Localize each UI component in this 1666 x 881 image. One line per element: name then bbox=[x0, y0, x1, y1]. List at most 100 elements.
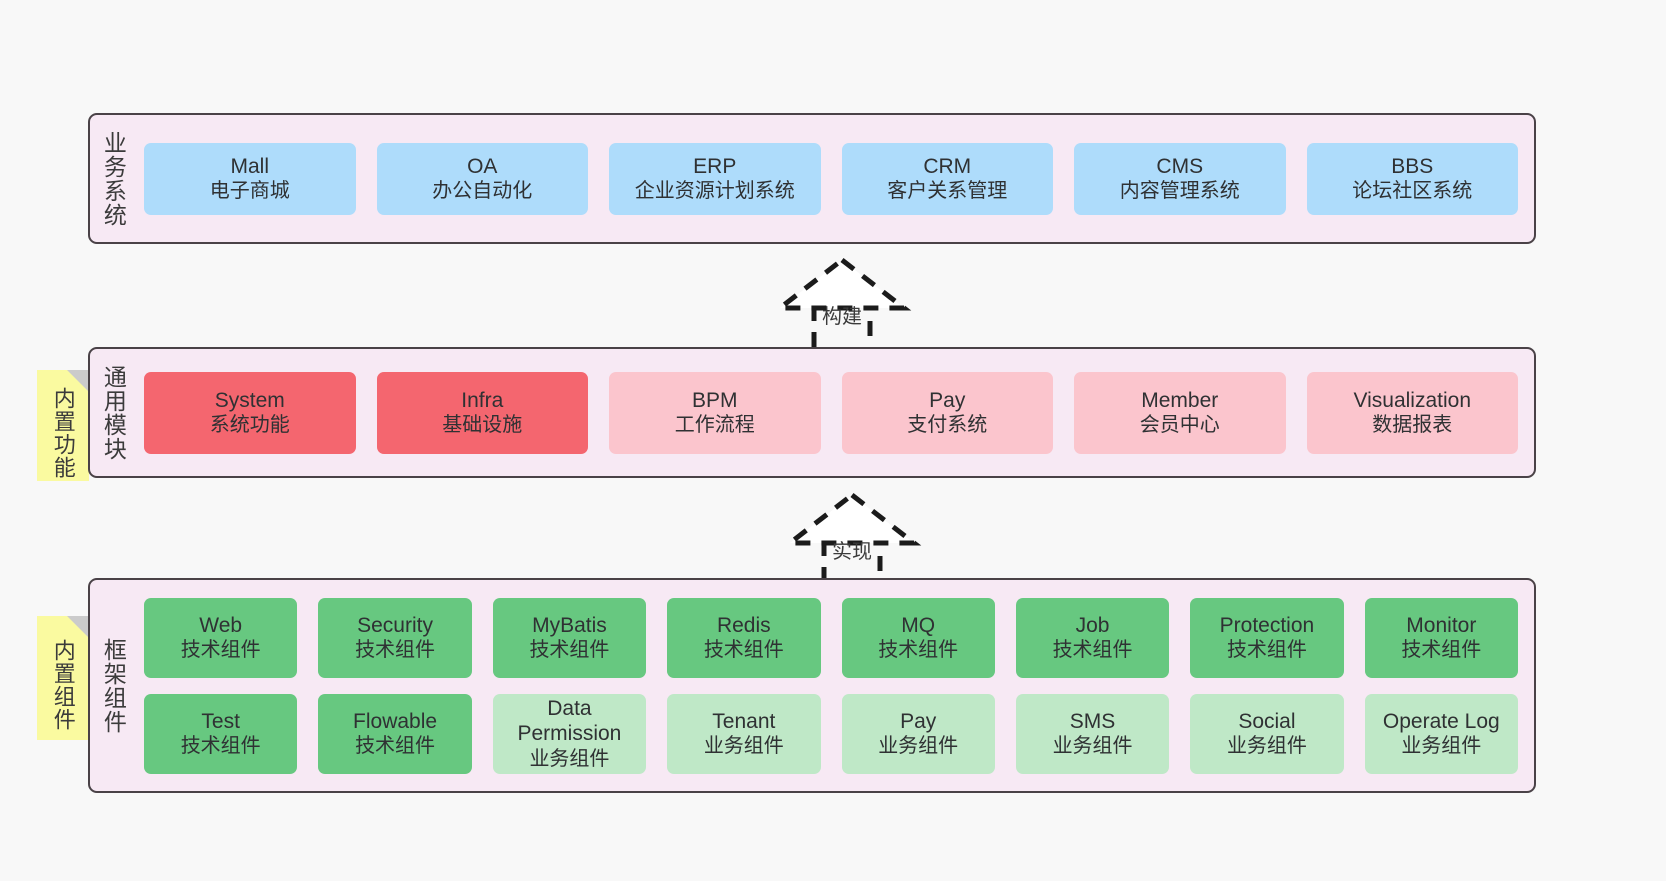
card-pay-module[interactable]: Pay 支付系统 bbox=[841, 371, 1053, 454]
connector-implement: 实现 bbox=[762, 489, 942, 599]
card-tenant[interactable]: Tenant 业务组件 bbox=[667, 693, 821, 774]
card-title: Tenant bbox=[712, 709, 776, 733]
card-title: BPM bbox=[691, 388, 738, 412]
note-label: 内置功能 bbox=[50, 386, 76, 479]
card-subtitle: 技术组件 bbox=[878, 639, 959, 662]
card-title: Redis bbox=[716, 613, 771, 637]
card-mq[interactable]: MQ 技术组件 bbox=[841, 597, 995, 678]
card-subtitle: 技术组件 bbox=[529, 639, 610, 662]
card-subtitle: 业务组件 bbox=[1052, 735, 1133, 758]
card-cms[interactable]: CMS 内容管理系统 bbox=[1074, 142, 1286, 215]
card-title: Operate Log bbox=[1382, 709, 1500, 733]
card-subtitle: 技术组件 bbox=[703, 639, 784, 662]
card-title: Security bbox=[357, 613, 433, 637]
card-web[interactable]: Web 技术组件 bbox=[144, 597, 298, 678]
card-pay-component[interactable]: Pay 业务组件 bbox=[841, 693, 995, 774]
card-row: System 系统功能 Infra 基础设施 BPM 工作流程 Pay 支付系统… bbox=[144, 371, 1518, 454]
card-title: Mall bbox=[230, 154, 269, 178]
card-protection[interactable]: Protection 技术组件 bbox=[1190, 597, 1344, 678]
card-title: Monitor bbox=[1406, 613, 1477, 637]
card-subtitle: 技术组件 bbox=[1052, 639, 1133, 662]
card-test[interactable]: Test 技术组件 bbox=[144, 693, 298, 774]
card-title: Data Permission bbox=[517, 696, 622, 746]
layer-framework-components: 框架组件 Web 技术组件 Security 技术组件 MyBatis 技术组件… bbox=[88, 578, 1536, 793]
card-title: ERP bbox=[693, 154, 737, 178]
card-operate-log[interactable]: Operate Log 业务组件 bbox=[1364, 693, 1518, 774]
card-title: Pay bbox=[929, 388, 966, 412]
card-mall[interactable]: Mall 电子商城 bbox=[144, 142, 356, 215]
card-sms[interactable]: SMS 业务组件 bbox=[1015, 693, 1170, 774]
layer-common-modules: 通用模块 System 系统功能 Infra 基础设施 BPM 工作流程 Pay… bbox=[88, 347, 1536, 478]
card-bbs[interactable]: BBS 论坛社区系统 bbox=[1306, 142, 1518, 215]
card-title: Visualization bbox=[1353, 388, 1472, 412]
card-row: Web 技术组件 Security 技术组件 MyBatis 技术组件 Redi… bbox=[144, 597, 1518, 678]
card-title: Pay bbox=[900, 709, 937, 733]
card-subtitle: 客户关系管理 bbox=[887, 180, 1008, 203]
card-subtitle: 数据报表 bbox=[1372, 414, 1453, 437]
card-subtitle: 论坛社区系统 bbox=[1352, 180, 1473, 203]
card-subtitle: 电子商城 bbox=[209, 180, 290, 203]
card-security[interactable]: Security 技术组件 bbox=[318, 597, 472, 678]
card-subtitle: 工作流程 bbox=[674, 414, 755, 437]
card-title: CMS bbox=[1156, 154, 1204, 178]
card-row: Mall 电子商城 OA 办公自动化 ERP 企业资源计划系统 CRM 客户关系… bbox=[144, 142, 1518, 215]
card-subtitle: 技术组件 bbox=[1226, 639, 1307, 662]
card-system[interactable]: System 系统功能 bbox=[144, 371, 356, 454]
card-subtitle: 技术组件 bbox=[180, 735, 261, 758]
card-title: Web bbox=[199, 613, 243, 637]
layer-title-common: 通用模块 bbox=[100, 364, 127, 461]
card-title: Infra bbox=[461, 388, 504, 412]
card-redis[interactable]: Redis 技术组件 bbox=[667, 597, 821, 678]
card-subtitle: 支付系统 bbox=[907, 414, 988, 437]
card-title: Social bbox=[1238, 709, 1296, 733]
card-subtitle: 业务组件 bbox=[878, 735, 959, 758]
card-data-permission[interactable]: Data Permission 业务组件 bbox=[492, 693, 647, 774]
card-title: Flowable bbox=[353, 709, 438, 733]
card-title: Member bbox=[1141, 388, 1219, 412]
card-title: OA bbox=[467, 154, 498, 178]
card-erp[interactable]: ERP 企业资源计划系统 bbox=[609, 142, 821, 215]
card-title: Job bbox=[1075, 613, 1110, 637]
note-builtin-functions: 内置功能 bbox=[37, 370, 89, 481]
card-mybatis[interactable]: MyBatis 技术组件 bbox=[492, 597, 647, 678]
card-title: SMS bbox=[1069, 709, 1116, 733]
layer-body-business: Mall 电子商城 OA 办公自动化 ERP 企业资源计划系统 CRM 客户关系… bbox=[136, 115, 1534, 242]
card-member[interactable]: Member 会员中心 bbox=[1074, 371, 1286, 454]
card-crm[interactable]: CRM 客户关系管理 bbox=[841, 142, 1053, 215]
card-subtitle: 业务组件 bbox=[1401, 735, 1482, 758]
card-title: Protection bbox=[1219, 613, 1315, 637]
card-subtitle: 技术组件 bbox=[180, 639, 261, 662]
card-subtitle: 技术组件 bbox=[355, 639, 436, 662]
card-subtitle: 内容管理系统 bbox=[1119, 180, 1240, 203]
layer-title-framework: 框架组件 bbox=[100, 637, 127, 734]
card-title: MQ bbox=[901, 613, 936, 637]
card-job[interactable]: Job 技术组件 bbox=[1015, 597, 1170, 678]
card-social[interactable]: Social 业务组件 bbox=[1190, 693, 1344, 774]
card-subtitle: 技术组件 bbox=[355, 735, 436, 758]
card-subtitle: 办公自动化 bbox=[432, 180, 533, 203]
layer-body-framework: Web 技术组件 Security 技术组件 MyBatis 技术组件 Redi… bbox=[136, 580, 1534, 791]
note-builtin-components: 内置组件 bbox=[37, 616, 89, 740]
card-subtitle: 业务组件 bbox=[529, 747, 610, 770]
card-title: System bbox=[214, 388, 285, 412]
layer-business-systems: 业务系统 Mall 电子商城 OA 办公自动化 ERP 企业资源计划系统 CRM… bbox=[88, 113, 1536, 244]
card-flowable[interactable]: Flowable 技术组件 bbox=[318, 693, 472, 774]
connector-label-build: 构建 bbox=[822, 306, 862, 328]
card-title: MyBatis bbox=[532, 613, 607, 637]
card-subtitle: 基础设施 bbox=[442, 414, 523, 437]
card-visualization[interactable]: Visualization 数据报表 bbox=[1306, 371, 1518, 454]
note-label: 内置组件 bbox=[50, 639, 76, 731]
card-infra[interactable]: Infra 基础设施 bbox=[376, 371, 588, 454]
card-subtitle: 系统功能 bbox=[209, 414, 290, 437]
layer-body-common: System 系统功能 Infra 基础设施 BPM 工作流程 Pay 支付系统… bbox=[136, 349, 1534, 476]
card-subtitle: 会员中心 bbox=[1139, 414, 1220, 437]
card-bpm[interactable]: BPM 工作流程 bbox=[609, 371, 821, 454]
card-title: BBS bbox=[1391, 154, 1434, 178]
layer-title-business: 业务系统 bbox=[100, 130, 127, 227]
card-subtitle: 业务组件 bbox=[703, 735, 784, 758]
card-subtitle: 业务组件 bbox=[1226, 735, 1307, 758]
card-oa[interactable]: OA 办公自动化 bbox=[376, 142, 588, 215]
card-row: Test 技术组件 Flowable 技术组件 Data Permission … bbox=[144, 693, 1518, 774]
card-monitor[interactable]: Monitor 技术组件 bbox=[1364, 597, 1518, 678]
